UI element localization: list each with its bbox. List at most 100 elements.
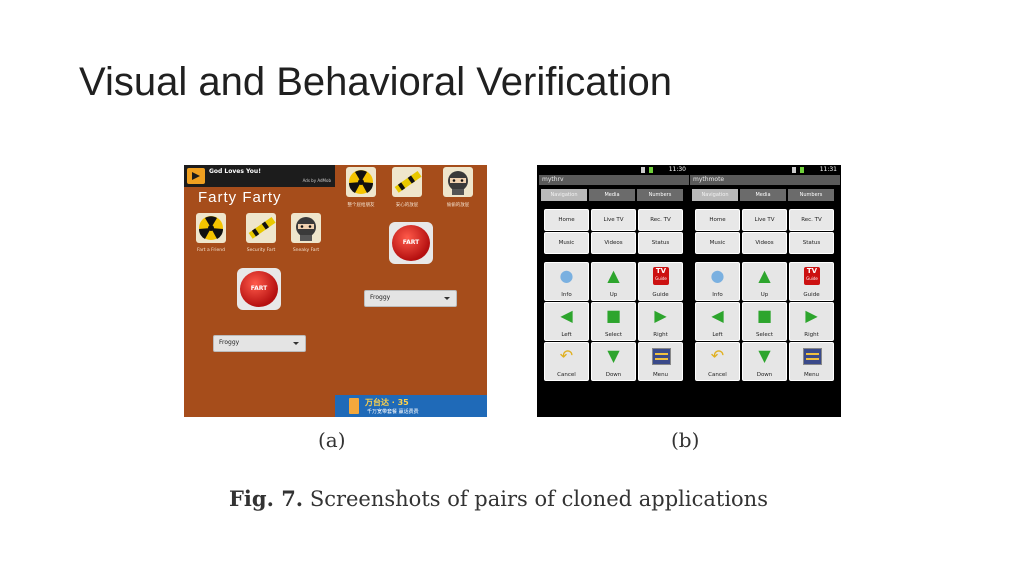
status-bar: 11:30	[539, 165, 689, 175]
app-bar: mythmote	[690, 175, 840, 185]
fart-button-label: FART	[250, 284, 268, 292]
right-button[interactable]: ▶ Right	[789, 302, 834, 341]
right-label: Right	[804, 332, 819, 338]
tab-navigation[interactable]: Navigation	[692, 189, 738, 201]
icon-label-security-fart: Security Fart	[246, 248, 276, 253]
fart-knob	[392, 225, 430, 261]
status-button[interactable]: Status	[789, 232, 834, 254]
down-label: Down	[756, 372, 773, 378]
caption-b: (b)	[671, 428, 700, 452]
battery-icon	[800, 167, 804, 173]
signal-icon	[792, 167, 796, 173]
tv-guide-text: TV	[806, 267, 818, 275]
select-label: Select	[756, 332, 773, 338]
tv-guide-sub: Guide	[655, 276, 667, 281]
info-label: Info	[561, 292, 572, 298]
tab-media[interactable]: Media	[589, 189, 635, 201]
tv-guide-sub: Guide	[806, 276, 818, 281]
app-name: mythrv	[542, 176, 564, 183]
left-button[interactable]: ◀ Left	[544, 302, 589, 341]
mythmote-screen: 11:31 mythmote Navigation Media Numbers …	[690, 165, 840, 417]
videos-button[interactable]: Videos	[591, 232, 636, 254]
menu-icon	[652, 348, 671, 365]
info-button[interactable]: ●Info	[695, 262, 740, 301]
up-button[interactable]: ▲Up	[742, 262, 787, 301]
icon-label-cn-2: 安心的放屁	[395, 203, 419, 208]
app-title: Farty Farty	[198, 189, 282, 206]
left-button[interactable]: ◀Left	[695, 302, 740, 341]
videos-button[interactable]: Videos	[742, 232, 787, 254]
left-label: Left	[561, 332, 572, 338]
live-tv-button[interactable]: Live TV	[742, 209, 787, 231]
mythrv-screen: 11:30 mythrv Navigation Media Numbers Ho…	[539, 165, 689, 417]
app-name: mythmote	[693, 176, 725, 183]
icon-label-cn-3: 偷偷的放屁	[446, 203, 470, 208]
ad-bar[interactable]: God Loves You! Ads by AdMob	[184, 165, 335, 187]
guide-label: Guide	[652, 292, 669, 298]
radiation-icon[interactable]	[346, 167, 376, 197]
info-button[interactable]: ●Info	[544, 262, 589, 301]
up-label: Up	[609, 292, 618, 298]
arrow-down-icon: ▼	[758, 346, 771, 365]
select-button[interactable]: ■Select	[742, 302, 787, 341]
home-button[interactable]: Home	[544, 209, 589, 231]
up-button[interactable]: ▲Up	[591, 262, 636, 301]
caution-tape-icon[interactable]	[246, 213, 276, 243]
menu-button[interactable]: Menu	[789, 342, 834, 381]
menu-label: Menu	[803, 372, 820, 378]
status-time: 11:30	[668, 166, 686, 173]
right-button[interactable]: ▶Right	[638, 302, 683, 341]
sound-select-value: Froggy	[219, 339, 240, 346]
tab-navigation[interactable]: Navigation	[541, 189, 587, 201]
cancel-label: Cancel	[557, 372, 576, 378]
ninja-icon[interactable]	[443, 167, 473, 197]
cancel-label: Cancel	[708, 372, 727, 378]
radiation-icon[interactable]	[196, 213, 226, 243]
arrow-left-icon: ◀	[560, 306, 573, 325]
tab-numbers[interactable]: Numbers	[788, 189, 834, 201]
sound-select[interactable]: Froggy	[213, 335, 306, 352]
rec-tv-button[interactable]: Rec. TV	[638, 209, 683, 231]
undo-arrow-icon: ↶	[559, 346, 574, 365]
music-button[interactable]: Music	[544, 232, 589, 254]
music-button[interactable]: Music	[695, 232, 740, 254]
arrow-up-icon: ▲	[758, 266, 771, 285]
sound-select-value: Froggy	[370, 294, 391, 301]
tab-numbers[interactable]: Numbers	[637, 189, 683, 201]
icon-label-sneaky-fart: Sneaky Fart	[292, 248, 320, 253]
screenshot-farty-farty: God Loves You! Ads by AdMob Farty Farty …	[184, 165, 487, 417]
left-label: Left	[712, 332, 723, 338]
sound-select[interactable]: Froggy	[364, 290, 457, 307]
banner-subtext: 千万宽带套餐 赢话费费	[367, 409, 419, 415]
caution-tape-icon[interactable]	[392, 167, 422, 197]
ninja-icon[interactable]	[291, 213, 321, 243]
menu-button[interactable]: Menu	[638, 342, 683, 381]
down-button[interactable]: ▼ Down	[591, 342, 636, 381]
home-button[interactable]: Home	[695, 209, 740, 231]
status-button[interactable]: Status	[638, 232, 683, 254]
cancel-button[interactable]: ↶ Cancel	[544, 342, 589, 381]
down-button[interactable]: ▼ Down	[742, 342, 787, 381]
fart-button[interactable]: FART	[389, 222, 433, 264]
cancel-button[interactable]: ↶Cancel	[695, 342, 740, 381]
tab-media[interactable]: Media	[740, 189, 786, 201]
arrow-right-icon: ▶	[805, 306, 818, 325]
phone-icon	[349, 398, 359, 414]
figure-caption: Fig. 7. Screenshots of pairs of cloned a…	[229, 486, 768, 511]
select-label: Select	[605, 332, 622, 338]
select-button[interactable]: ■Select	[591, 302, 636, 341]
fart-button[interactable]: FART	[237, 268, 281, 310]
arrow-down-icon: ▼	[607, 346, 620, 365]
fart-knob	[240, 271, 278, 307]
live-tv-button[interactable]: Live TV	[591, 209, 636, 231]
right-label: Right	[653, 332, 668, 338]
ad-banner[interactable]: 万台达 · 35 千万宽带套餐 赢话费费	[335, 395, 487, 417]
battery-icon	[649, 167, 653, 173]
app-bar: mythrv	[539, 175, 689, 185]
down-label: Down	[605, 372, 622, 378]
rec-tv-button[interactable]: Rec. TV	[789, 209, 834, 231]
banner-text: 万台达 · 35	[365, 398, 409, 407]
